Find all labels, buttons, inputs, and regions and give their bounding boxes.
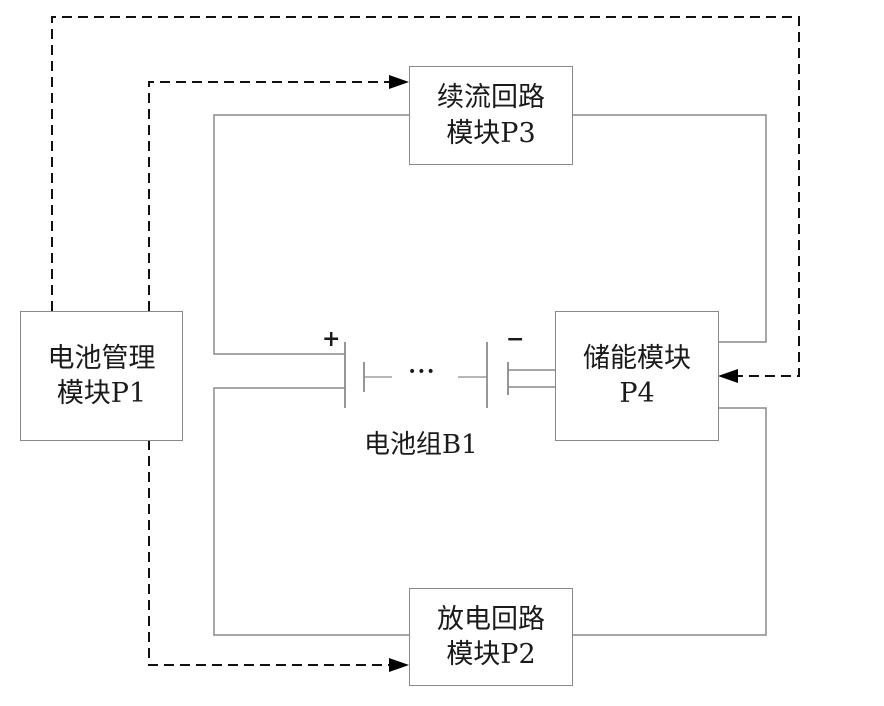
battery-cells-ellipsis: ••• [408, 364, 436, 380]
module-p4-line1: 储能模块 [583, 342, 691, 374]
wire-p3-to-p4 [572, 114, 767, 343]
arrow-to-p2-icon [389, 658, 409, 672]
wire-b1-to-p2 [213, 387, 409, 636]
module-p3-line2: 模块P3 [446, 117, 536, 149]
module-p3-line1: 续流回路 [437, 82, 545, 114]
module-p3-freewheel-circuit: 续流回路 模块P3 [409, 66, 573, 165]
battery-minus-sign: − [506, 326, 525, 352]
arrow-to-p3-icon [389, 75, 409, 89]
module-p1-line1: 电池管理 [47, 342, 156, 374]
module-p2-line1: 放电回路 [437, 603, 545, 635]
module-p4-energy-storage: 储能模块 P4 [555, 311, 719, 441]
module-p2-discharge-circuit: 放电回路 模块P2 [409, 588, 573, 686]
module-p1-battery-management: 电池管理 模块P1 [20, 311, 183, 441]
wire-b1-plus-to-p3 [213, 114, 409, 355]
module-p2-line2: 模块P2 [446, 639, 536, 670]
battery-plus-sign: + [322, 326, 341, 352]
control-line-p1-to-p3 [148, 81, 391, 311]
arrow-to-p4-icon [718, 369, 738, 383]
control-line-p1-to-p2 [148, 440, 391, 666]
module-p1-line2: 模块P1 [56, 378, 147, 409]
module-p4-line2: P4 [619, 378, 655, 409]
battery-pack-label: 电池组B1 [364, 430, 478, 460]
wire-p2-to-p4 [572, 407, 767, 636]
control-line-p1-to-p4 [51, 16, 800, 377]
